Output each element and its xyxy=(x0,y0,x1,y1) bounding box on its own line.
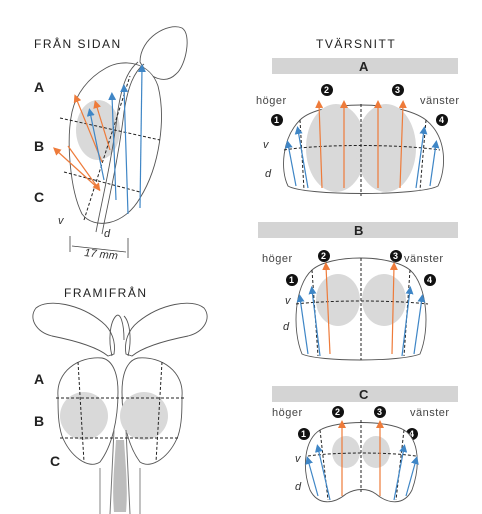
seminal-vesicle-left xyxy=(33,303,115,356)
section-a-hoger: höger xyxy=(256,95,287,107)
front-zone-a: A xyxy=(34,371,44,387)
section-b-v: v xyxy=(285,295,292,307)
section-a-label: A xyxy=(359,59,369,74)
side-view-title: FRÅN SIDAN xyxy=(34,36,122,51)
svg-text:2: 2 xyxy=(321,251,326,261)
section-c-v: v xyxy=(295,453,302,465)
section-b-vanster: vänster xyxy=(404,253,444,265)
section-c-vanster: vänster xyxy=(410,407,450,419)
front-zone-b: B xyxy=(34,413,44,429)
section-a: A höger vänster 2 3 1 4 v d xyxy=(256,58,460,196)
cross-title: TVÄRSNITT xyxy=(316,37,396,51)
section-c: C höger vänster 2 3 1 4 v d xyxy=(272,386,458,502)
section-b-d: d xyxy=(283,321,290,333)
side-zone-b: B xyxy=(34,138,44,154)
svg-text:2: 2 xyxy=(335,407,340,417)
svg-text:4: 4 xyxy=(439,115,444,125)
gray-zone-front-right xyxy=(120,392,168,440)
cross-sections: TVÄRSNITT A höger vänster 2 3 1 4 v d xyxy=(256,37,460,502)
side-view: FRÅN SIDAN A B C v d 17 mm xyxy=(34,27,187,263)
svg-text:3: 3 xyxy=(395,85,400,95)
front-zone-c: C xyxy=(50,453,60,469)
svg-text:1: 1 xyxy=(274,115,279,125)
front-view-title: FRAMIFRÅN xyxy=(64,285,148,300)
measure-label: 17 mm xyxy=(84,247,119,262)
svg-text:2: 2 xyxy=(324,85,329,95)
svg-text:1: 1 xyxy=(301,429,306,439)
section-b-hoger: höger xyxy=(262,253,293,265)
section-c-hoger: höger xyxy=(272,407,303,419)
svg-text:1: 1 xyxy=(289,275,294,285)
side-zone-a: A xyxy=(34,79,44,95)
seminal-vesicle-right xyxy=(126,303,208,356)
urethra-front xyxy=(113,440,127,512)
svg-text:4: 4 xyxy=(427,275,432,285)
section-c-label: C xyxy=(359,387,369,402)
gray-zone-front-left xyxy=(60,392,108,440)
section-c-d: d xyxy=(295,481,302,493)
section-b-label: B xyxy=(354,223,363,238)
side-v-label: v xyxy=(58,215,65,227)
svg-text:3: 3 xyxy=(377,407,382,417)
section-b: B höger vänster 2 3 1 4 v d xyxy=(258,222,458,360)
section-a-d: d xyxy=(265,168,272,180)
section-a-vanster: vänster xyxy=(420,95,460,107)
side-d-label: d xyxy=(104,228,111,240)
side-zone-c: C xyxy=(34,189,44,205)
front-view: FRAMIFRÅN A B C xyxy=(33,285,207,514)
svg-text:3: 3 xyxy=(393,251,398,261)
section-a-v: v xyxy=(263,139,270,151)
